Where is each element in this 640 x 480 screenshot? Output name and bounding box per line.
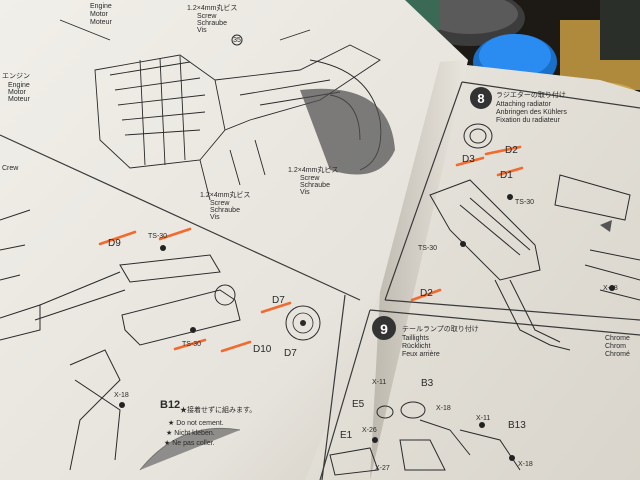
- left-edge-text: Crew: [2, 165, 19, 172]
- screw-bottom-label: 1.2×4mm丸ビス Screw Schraube Vis: [200, 190, 250, 221]
- label-x18-a: X-18: [436, 405, 451, 412]
- top-engine-label: Engine Motor Moteur: [90, 3, 112, 26]
- exhaust-drawing: [0, 209, 241, 471]
- label-e5: E5: [352, 399, 365, 410]
- step-8-title-de: Anbringen des Kühlers: [496, 109, 567, 116]
- step-35-circle: [231, 34, 243, 46]
- screw-mid-label: 1.2×4mm丸ビス Screw Schraube Vis: [288, 165, 338, 196]
- label-x18-b: X-18: [518, 461, 533, 468]
- right-page-panels: [319, 81, 640, 480]
- step-9-title-en: Taillights: [402, 335, 429, 342]
- note-fr: ★ Ne pas coller.: [164, 439, 215, 447]
- label-d2-top: D2: [505, 145, 518, 156]
- top-label-line-1: Engine: [90, 3, 112, 10]
- label-b13: B13: [508, 420, 526, 431]
- step-8-badge: [470, 87, 492, 109]
- step-9-title: テールランプの取り付け Taillights Rücklicht Feux ar…: [402, 324, 479, 358]
- book-gutter: [370, 60, 468, 480]
- screw-top-line-4: Vis: [197, 27, 207, 34]
- paint-jar-gray: [415, 0, 525, 46]
- label-x26: X-26: [362, 427, 377, 434]
- label-d1: D1: [500, 170, 513, 181]
- engine-label-en: Engine: [8, 82, 30, 89]
- step-8-title-en: Attaching radiator: [496, 101, 552, 108]
- rear-tire-drawing: [300, 88, 395, 175]
- engine-label-de: Motor: [8, 89, 27, 96]
- label-b12: B12: [160, 399, 180, 411]
- screw-bottom-line-2: Screw: [210, 200, 230, 207]
- edge-chrome: Chrome: [605, 335, 630, 342]
- top-label-line-3: Moteur: [90, 19, 112, 26]
- step-9-badge: [372, 316, 396, 340]
- screw-mid-line-2: Screw: [300, 175, 320, 182]
- label-d7-b: D7: [284, 348, 297, 359]
- step-9-title-fr: Feux arrière: [402, 351, 440, 358]
- left-page-panels: [0, 134, 361, 480]
- screw-bottom-line-3: Schraube: [210, 207, 240, 214]
- do-not-cement-note: ★接着せずに組みます。 ★ Do not cement. ★ Nicht kle…: [164, 405, 256, 447]
- label-d10: D10: [253, 344, 272, 355]
- screw-bottom-line-4: Vis: [210, 214, 220, 221]
- label-x18: X-18: [114, 392, 129, 399]
- step-8-title-jp: ラジエターの取り付け: [496, 90, 566, 99]
- left-part-labels: D9 TS-30 D7 D10 D7 TS-30 X-18 B12: [108, 233, 297, 411]
- note-de: ★ Nicht kleben.: [166, 429, 215, 437]
- step-9-number: 9: [380, 321, 388, 337]
- label-x11-b: X-11: [476, 415, 490, 422]
- label-d7-a: D7: [272, 295, 285, 306]
- label-x27: X-27: [375, 465, 390, 472]
- engine-side-label: エンジン Engine Motor Moteur: [2, 73, 30, 103]
- arrow-icon: [600, 220, 612, 232]
- label-d2-bottom: D2: [420, 288, 433, 299]
- part-dots: [119, 194, 615, 461]
- taillight-drawing: [329, 401, 521, 476]
- label-x11-a: X-11: [372, 379, 386, 386]
- label-ts30-a: TS-30: [148, 233, 167, 240]
- edge-chrome-fr: Chromé: [605, 351, 630, 358]
- engine-label-jp: エンジン: [2, 73, 30, 80]
- screw-mid-line-4: Vis: [300, 189, 310, 196]
- screw-top-line-2: Screw: [197, 13, 217, 20]
- label-ts30-r: TS-30: [515, 199, 534, 206]
- edge-chrom: Chrom: [605, 343, 626, 350]
- screw-top-line-1: 1.2×4mm丸ビス: [187, 3, 237, 12]
- label-e1: E1: [340, 430, 353, 441]
- step-35-label: 35: [233, 37, 241, 44]
- screw-mid-line-1: 1.2×4mm丸ビス: [288, 165, 338, 174]
- top-label-line-2: Motor: [90, 11, 109, 18]
- step-8-title-fr: Fixation du radiateur: [496, 117, 560, 124]
- screw-top-label: 1.2×4mm丸ビス Screw Schraube Vis: [187, 3, 237, 34]
- step-8-number: 8: [477, 91, 484, 106]
- dark-bottle: [600, 0, 640, 60]
- marker-highlights: [98, 145, 524, 353]
- screw-mid-line-3: Schraube: [300, 182, 330, 189]
- step-8-title: ラジエターの取り付け Attaching radiator Anbringen …: [496, 90, 567, 124]
- note-en: ★ Do not cement.: [168, 419, 224, 427]
- screw-bottom-line-1: 1.2×4mm丸ビス: [200, 190, 250, 199]
- engine-label-fr: Moteur: [8, 96, 30, 103]
- step-9-part-labels: X-11 B3 X-18 E5 X-26 E1 X-27 X-11 B13 X-…: [340, 378, 533, 472]
- front-tire-drawing: [139, 427, 241, 471]
- screw-top-line-3: Schraube: [197, 20, 227, 27]
- label-ts30-left: TS-30: [418, 245, 437, 252]
- step-9-title-de: Rücklicht: [402, 343, 430, 350]
- step-8-part-labels: D3 D2 D1 TS-30 TS-30 D2: [418, 145, 534, 299]
- label-d9: D9: [108, 238, 121, 249]
- step-9-title-jp: テールランプの取り付け: [402, 324, 479, 333]
- label-b3: B3: [421, 378, 434, 389]
- wheel-disc-drawing: [285, 305, 321, 341]
- radiator-drawing: [429, 123, 640, 351]
- note-jp: ★接着せずに組みます。: [180, 405, 256, 414]
- label-ts30-b: TS-30: [182, 341, 201, 348]
- label-d3: D3: [462, 154, 475, 165]
